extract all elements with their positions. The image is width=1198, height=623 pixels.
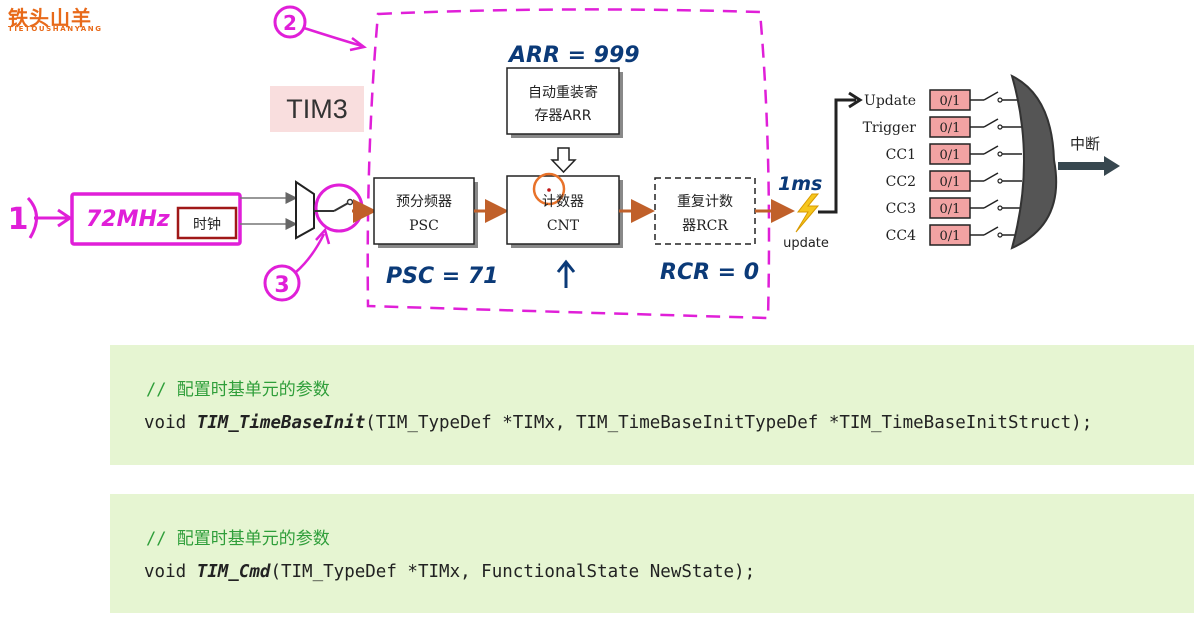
event-switch-contact [997,97,1003,103]
arr-block-line1: 自动重装寄 [528,84,598,101]
cnt-block-line1: 计数器 [542,194,584,210]
event-switch-contact [997,205,1003,211]
code-comment-1: // 配置时基单元的参数 [146,380,330,400]
event-flag-value: 0/1 [940,94,961,109]
clock-box [176,206,238,240]
circle-3-label: 3 [274,273,289,298]
update-label: update [783,236,829,251]
circle-3-marker [263,264,301,302]
interrupt-arrow [1104,156,1120,176]
code-comment-2: // 配置时基单元的参数 [146,529,330,549]
psc-block-line2: PSC [409,218,439,234]
rcr-block-line2: 器RCR [682,218,728,234]
arr-to-cnt-arrow [550,147,577,174]
timer-diagram: TIM3 2 1 72MHz 时钟 3 预分频器 PSC 自动重装寄 存器ARR… [8,5,1120,320]
psc-value-annotation: PSC = 71 [386,264,498,289]
event-switch [983,199,999,209]
clock-source-outline [70,192,242,246]
circle-2-marker [273,5,307,39]
event-name-cc4: CC4 [886,228,916,244]
arr-value-annotation: ARR = 999 [507,43,640,68]
rcr-value-annotation: RCR = 0 [660,260,759,285]
rcr-block-line1: 重复计数 [677,193,733,210]
clock-box-label: 时钟 [193,216,221,233]
event-switch [983,226,999,236]
code-line-1: void TIM_TimeBaseInit(TIM_TypeDef *TIMx,… [144,413,1093,433]
event-flag-value: 0/1 [940,175,961,190]
update-lightning-icon [795,193,820,233]
cnt-highlight-circle [532,172,566,206]
psc-block [373,177,475,245]
arrow-3 [295,233,326,273]
arr-block [506,67,620,135]
event-flag-value: 0/1 [940,148,961,163]
period-annotation: 1ms [778,173,822,195]
logo-title: 铁头山羊 [8,6,92,30]
code-block-2: // 配置时基单元的参数 void TIM_Cmd(TIM_TypeDef *T… [110,494,1194,613]
event-switch [983,172,999,182]
circle-1-label: 1 [8,202,29,237]
event-flag-value: 0/1 [940,202,961,217]
rcr-block [654,177,756,245]
event-switch-contact [997,232,1003,238]
arr-block-line2: 存器ARR [534,108,591,124]
event-name-cc2: CC2 [886,174,916,190]
tim3-label: TIM3 [286,94,348,124]
interrupt-or-gate [1010,74,1058,250]
logo-subtitle: TIETOUSHANYANG [8,25,103,33]
clock-mux [295,180,315,240]
clock-frequency: 72MHz [86,207,170,232]
update-route [818,98,856,214]
function-name-1: TIM_TimeBaseInit [196,413,366,433]
psc-block-line1: 预分频器 [396,194,452,210]
interrupt-label: 中断 [1070,135,1100,153]
circle-2-label: 2 [283,11,297,35]
function-name-2: TIM_Cmd [196,562,271,582]
event-switch-contact [997,151,1003,157]
event-switch [983,91,999,101]
cnt-up-arrow [556,259,576,288]
event-name-cc3: CC3 [886,201,916,217]
event-flag-value: 0/1 [940,229,961,244]
cnt-block-line2: CNT [547,218,580,234]
tim3-label-bg [270,86,364,132]
event-name-cc1: CC1 [886,147,916,163]
event-name-trigger: Trigger [863,120,917,136]
code-line-2: void TIM_Cmd(TIM_TypeDef *TIMx, Function… [144,562,756,582]
event-name-update: Update [864,93,916,109]
event-switch-contact [997,124,1003,130]
event-switch [983,145,999,155]
event-flag-value: 0/1 [940,121,961,136]
arrow-2 [303,26,363,48]
code-block-1: // 配置时基单元的参数 void TIM_TimeBaseInit(TIM_T… [110,345,1194,465]
event-switch-contact [997,178,1003,184]
event-switch [983,118,999,128]
